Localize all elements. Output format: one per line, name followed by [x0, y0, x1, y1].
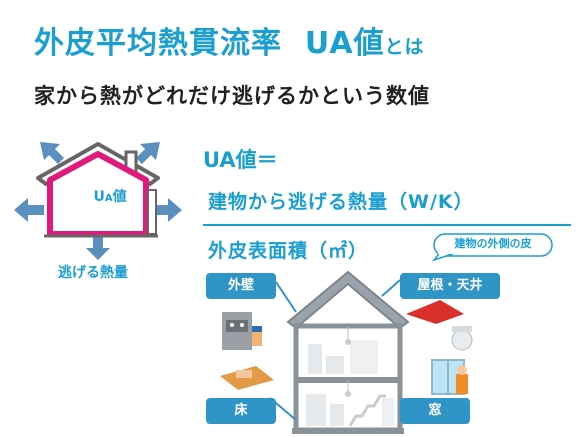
- heat-loss-house-diagram: [14, 142, 182, 260]
- building-section-diagram: [220, 270, 473, 434]
- title-main: 外皮平均熱貫流率: [34, 26, 282, 61]
- title-ua: UA値: [304, 26, 385, 61]
- arrow-down-icon: [86, 236, 110, 260]
- subtitle: 家から熱がどれだけ逃げるかという数値: [34, 84, 430, 108]
- tag-wall: 外壁: [206, 273, 276, 299]
- speech-bubble: [432, 233, 553, 262]
- house-ua-label: UA値: [93, 189, 127, 205]
- wall-icon: [222, 312, 262, 350]
- arrow-up-right-icon: [136, 142, 160, 164]
- page-title: 外皮平均熱貫流率 UA値とは: [34, 18, 425, 62]
- formula-head: UA値＝: [203, 148, 278, 172]
- tag-floor: 床: [206, 398, 276, 424]
- escape-heat-caption: 逃げる熱量: [58, 265, 128, 281]
- tag-window: 窓: [400, 398, 470, 424]
- floor-icon: [220, 366, 274, 390]
- fraction-line: [203, 224, 571, 226]
- title-suffix: とは: [384, 36, 425, 58]
- house-icon: [36, 142, 160, 238]
- speech-bubble-text: 建物の外側の皮: [454, 237, 532, 250]
- arrow-left-icon: [14, 198, 44, 222]
- tag-roof-ceiling: 屋根・天井: [400, 273, 500, 299]
- house-section-icon: [286, 270, 410, 434]
- formula-numerator: 建物から逃げる熱量（W/K）: [208, 191, 474, 213]
- window-icon: [431, 359, 468, 395]
- arrow-up-left-icon: [40, 142, 64, 164]
- arrow-right-icon: [152, 198, 182, 222]
- formula-denominator: 外皮表面積（㎡）: [208, 240, 369, 262]
- roof-tile-icon: [406, 300, 473, 351]
